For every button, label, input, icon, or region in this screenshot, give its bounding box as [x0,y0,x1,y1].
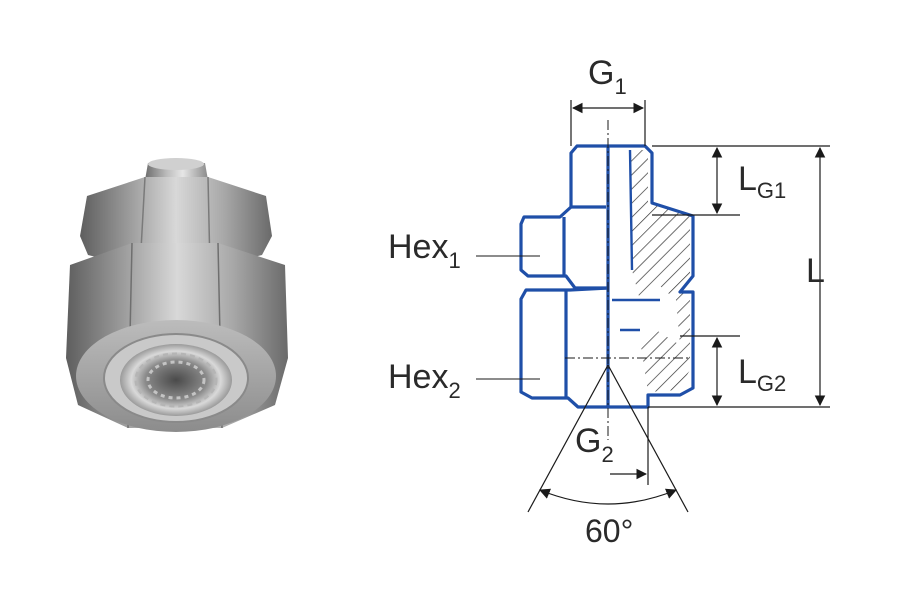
fitting-outline [519,144,695,409]
label-hex2: Hex2 [388,358,461,403]
label-g1: G1 [588,54,627,99]
dim-lg1 [652,146,740,216]
label-g2: G2 [575,422,614,467]
product-photo [66,158,288,432]
label-lg2: LG2 [738,353,786,396]
label-hex1: Hex1 [388,228,461,273]
dim-l [648,145,830,408]
label-lg1: LG1 [738,160,786,203]
dim-g1 [570,100,646,146]
hatched-section [630,150,690,392]
dim-angle [527,364,689,513]
label-angle: 60° [585,513,633,549]
thread-stub-top [148,158,204,170]
label-l: L [806,252,825,290]
technical-drawing: G1 L LG1 LG2 Hex1 Hex2 G2 [388,54,830,549]
dim-lg2 [680,335,740,407]
dim-g2 [610,407,649,485]
